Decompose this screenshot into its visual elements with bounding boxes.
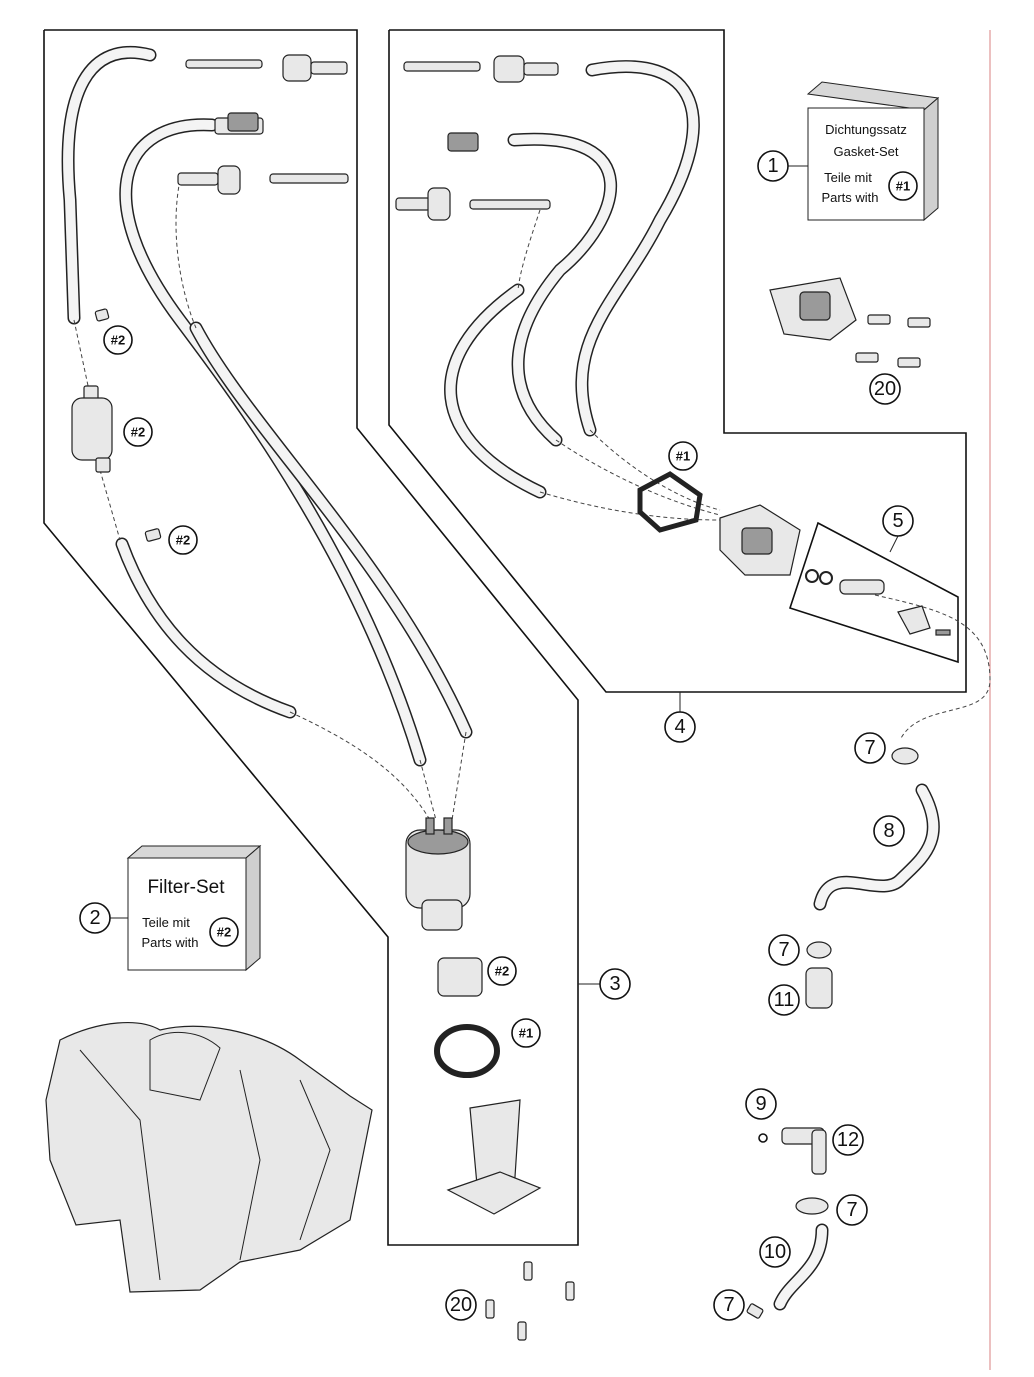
svg-text:2: 2 — [89, 907, 100, 929]
svg-text:12: 12 — [837, 1129, 859, 1151]
filter-set-title: Filter-Set — [147, 877, 225, 898]
fuel-filter-part — [71, 308, 162, 542]
svg-text:10: 10 — [764, 1241, 786, 1263]
svg-text:7: 7 — [778, 939, 789, 961]
ref-2-marker-d: #2 — [487, 956, 517, 986]
callout-3: 3 — [599, 968, 631, 1000]
callout-9: 9 — [745, 1088, 777, 1120]
group-3-outline — [43, 29, 579, 1246]
callout-12: 12 — [832, 1124, 864, 1156]
hose-assembly-parts — [485, 747, 940, 1341]
svg-text:#2: #2 — [111, 333, 125, 348]
svg-text:#2: #2 — [131, 425, 145, 440]
ref-2-marker-c: #2 — [168, 525, 198, 555]
ref-1-marker-b: #1 — [511, 1018, 541, 1048]
svg-text:3: 3 — [609, 973, 620, 995]
svg-text:7: 7 — [846, 1199, 857, 1221]
ref-1-marker-a: #1 — [668, 441, 698, 471]
svg-text:20: 20 — [450, 1294, 472, 1316]
leader-lines — [110, 165, 899, 985]
fuel-pump-part — [405, 817, 542, 1215]
callout-8: 8 — [873, 815, 905, 847]
callout-4: 4 — [664, 711, 696, 743]
callout-20-a: 20 — [869, 373, 901, 405]
ref-2-marker-a: #2 — [103, 325, 133, 355]
callout-11: 11 — [768, 984, 800, 1016]
callout-7-a: 7 — [854, 732, 886, 764]
callout-5: 5 — [882, 505, 914, 537]
ref-2-label: #2 — [217, 925, 231, 940]
gasket-set-line1: Dichtungssatz — [825, 122, 907, 137]
gasket-set-line2: Gasket-Set — [833, 144, 898, 159]
ref-1-label: #1 — [896, 179, 910, 194]
group-4-outline — [388, 29, 967, 693]
ref-1-marker — [888, 171, 918, 201]
filter-set-line1: Teile mit — [142, 915, 190, 930]
svg-text:4: 4 — [674, 716, 685, 738]
gasket-set-line3: Teile mit — [824, 170, 872, 185]
svg-text:#1: #1 — [676, 449, 690, 464]
filter-set-line2: Parts with — [141, 935, 198, 950]
left-connectors — [177, 54, 349, 195]
callout-1: 1 — [757, 150, 789, 182]
svg-text:8: 8 — [883, 820, 894, 842]
group-5-box — [788, 521, 959, 664]
gasket-set-line4: Parts with — [821, 190, 878, 205]
gasket-set-box: Dichtungssatz Gasket-Set Teile mit Parts… — [806, 81, 940, 222]
callout-7-c: 7 — [836, 1194, 868, 1226]
ref-2-marker — [209, 917, 239, 947]
callout-7-d: 7 — [713, 1289, 745, 1321]
callout-20-b: 20 — [445, 1289, 477, 1321]
callout-10: 10 — [759, 1236, 791, 1268]
fuel-tank-part — [45, 1022, 373, 1293]
svg-text:5: 5 — [892, 510, 903, 532]
ref-2-marker-b: #2 — [123, 417, 153, 447]
svg-text:1: 1 — [767, 155, 778, 177]
right-connectors — [395, 55, 559, 221]
left-group-hoses — [61, 45, 473, 821]
svg-text:#2: #2 — [495, 964, 509, 979]
svg-text:#2: #2 — [176, 533, 190, 548]
callout-7-b: 7 — [768, 934, 800, 966]
svg-text:7: 7 — [723, 1294, 734, 1316]
svg-text:9: 9 — [755, 1093, 766, 1115]
callout-2: 2 — [79, 902, 111, 934]
pump-flange-part — [637, 277, 931, 576]
right-group-hoses — [444, 60, 991, 741]
svg-text:11: 11 — [774, 989, 795, 1011]
svg-text:#1: #1 — [519, 1026, 533, 1041]
svg-text:20: 20 — [874, 378, 896, 400]
svg-text:7: 7 — [864, 737, 875, 759]
filter-set-box: Filter-Set Teile mit Parts with #2 — [126, 844, 262, 972]
group-5-parts — [805, 569, 951, 636]
